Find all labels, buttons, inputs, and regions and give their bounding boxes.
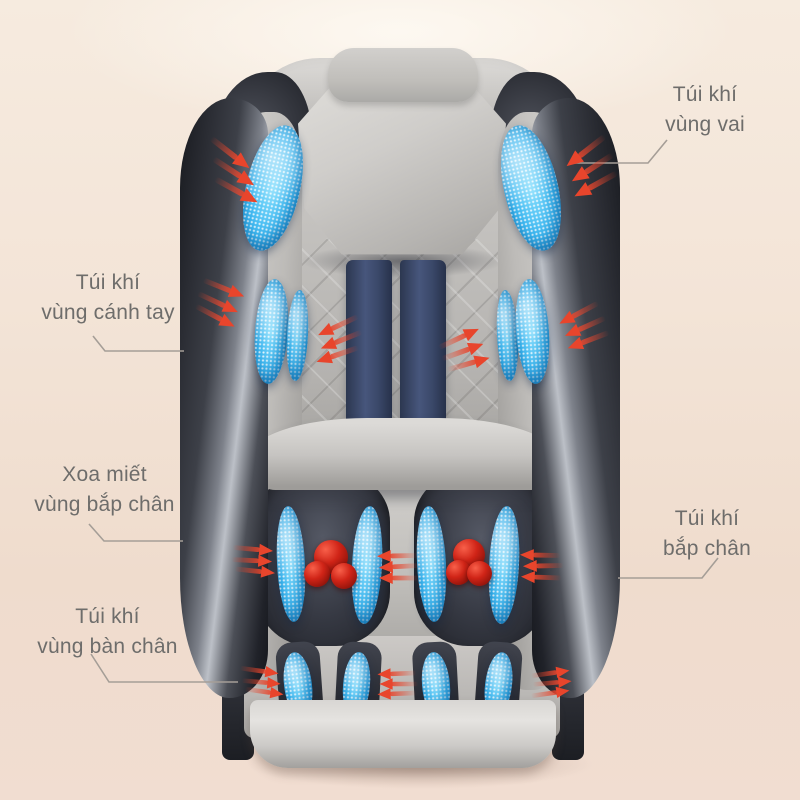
label-shoulder-airbag: Túi khí vùng vai	[615, 80, 795, 140]
massage-ball	[467, 561, 492, 586]
footrest-base	[250, 700, 556, 768]
label-line: vùng vai	[665, 113, 745, 136]
label-foot-airbag: Túi khí vùng bàn chân	[5, 602, 210, 662]
head-cushion	[298, 74, 506, 255]
headrest-top-roll	[328, 48, 478, 102]
label-calf-airbag: Túi khí bắp chân	[612, 504, 800, 564]
seat-cushion	[248, 418, 558, 490]
massage-ball	[446, 560, 471, 585]
leader-line-arm	[92, 335, 184, 352]
leader-line-calf-knead	[88, 523, 183, 542]
label-line: Túi khí	[672, 83, 738, 106]
label-line: Túi khí	[75, 271, 141, 294]
massage-ball	[331, 563, 357, 589]
massage-ball	[304, 561, 330, 587]
label-line: vùng bàn chân	[37, 635, 178, 658]
label-line: bắp chân	[662, 537, 751, 560]
label-line: vùng bắp chân	[34, 493, 175, 516]
label-line: vùng cánh tay	[41, 301, 175, 324]
label-line: Túi khí	[75, 605, 140, 628]
label-calf-kneading: Xoa miết vùng bắp chân	[2, 460, 207, 520]
label-line: Xoa miết	[62, 463, 147, 486]
label-line: Túi khí	[674, 507, 740, 530]
label-arm-airbag: Túi khí vùng cánh tay	[8, 268, 208, 328]
